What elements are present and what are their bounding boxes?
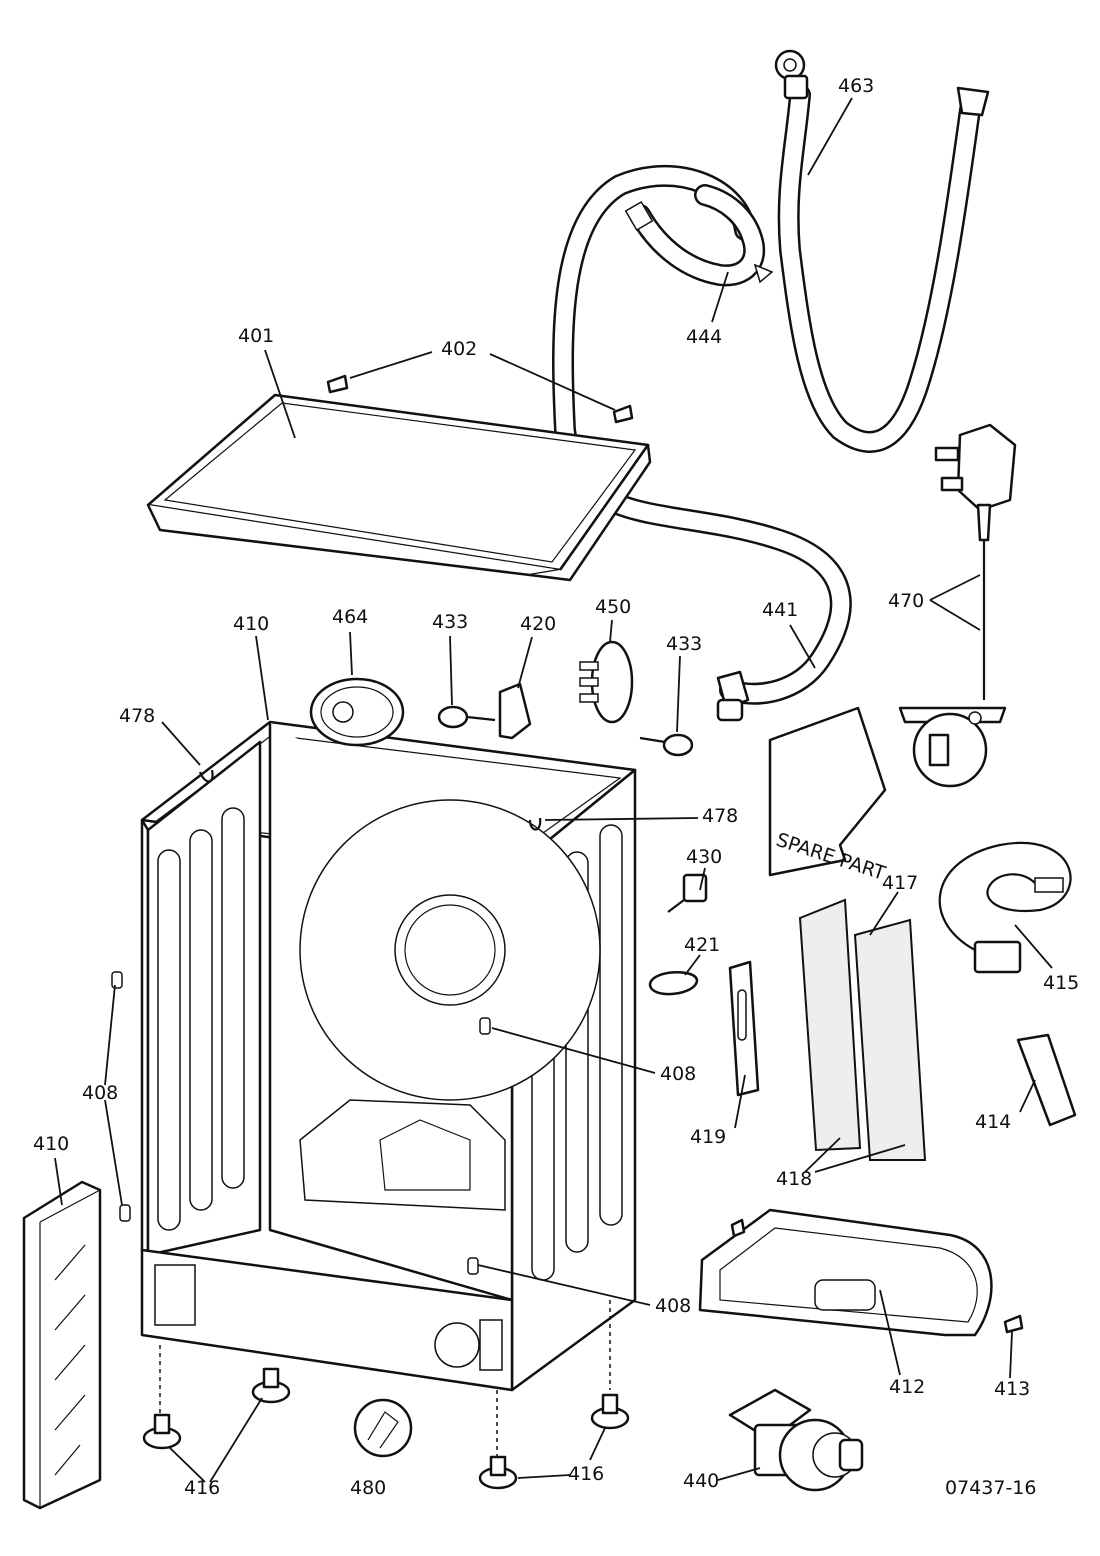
callout-420: 420 [520,613,556,635]
hook-478-right [528,817,542,831]
callout-480: 480 [350,1477,386,1499]
callout-440: 440 [683,1470,719,1492]
clip-408-b [119,1204,131,1222]
callout-444: 444 [686,326,722,348]
clip-408-d [467,1257,479,1275]
clip-408-c [479,1017,491,1035]
callout-464: 464 [332,606,368,628]
foot-416-c [478,1455,518,1490]
callout-478-left: 478 [119,705,155,727]
screw-402-left [326,374,349,394]
callout-415: 415 [1043,972,1079,994]
callout-430: 430 [686,846,722,868]
callout-414: 414 [975,1111,1011,1133]
callout-463: 463 [838,75,874,97]
callout-408-left: 408 [82,1082,118,1104]
inlet-hose-463 [774,49,990,453]
callout-408-mid: 408 [660,1063,696,1085]
control-board-418: SPARE PART [768,706,927,1161]
suppressor-430 [667,873,708,913]
foot-416-b [251,1367,291,1404]
top-lid-401 [146,393,652,582]
callout-417: 417 [882,872,918,894]
cabinet-410 [140,720,637,1460]
callout-433-b: 433 [666,633,702,655]
hose-guide-444 [624,184,774,287]
drain-pump-440 [728,1388,864,1492]
callout-401: 401 [238,325,274,347]
screw-413 [1003,1314,1024,1334]
callout-410-panel: 410 [33,1133,69,1155]
pump-cover-480 [353,1398,413,1458]
door-catch-433-b [639,733,694,757]
callout-402: 402 [441,338,477,360]
callout-labels: 401 402 463 444 441 470 410 464 433 420 … [33,75,1079,1499]
clip-408-a [111,971,123,989]
hook-478-left [198,769,214,783]
side-panel-410 [22,1180,102,1510]
pressure-switch-450 [579,640,634,724]
callout-418: 418 [776,1168,812,1190]
leader-lines [54,97,1053,1483]
callout-410-top: 410 [233,613,269,635]
callout-413: 413 [994,1378,1030,1400]
callout-408-low: 408 [655,1295,691,1317]
door-catch-433-a [437,705,496,729]
clamp-421 [648,970,699,996]
foot-416-d [590,1393,630,1430]
bracket-420 [498,682,532,740]
power-cord-470 [898,423,1017,788]
bracket-419 [728,960,760,1097]
module-414 [1016,1033,1077,1127]
screw-402-right [612,404,634,424]
callout-470: 470 [888,590,924,612]
callout-478-right: 478 [702,805,738,827]
diagram-code: 07437-16 [945,1477,1036,1499]
callout-419: 419 [690,1126,726,1148]
callout-412: 412 [889,1376,925,1398]
callout-416-left: 416 [184,1477,220,1499]
foot-416-a [142,1413,182,1450]
callout-450: 450 [595,596,631,618]
data-cable-415 [938,841,1072,974]
callout-433-a: 433 [432,611,468,633]
base-panel-412 [698,1208,993,1337]
callout-441: 441 [762,599,798,621]
drum-cover-464 [309,677,405,747]
callout-416-right: 416 [568,1463,604,1485]
callout-421: 421 [684,934,720,956]
